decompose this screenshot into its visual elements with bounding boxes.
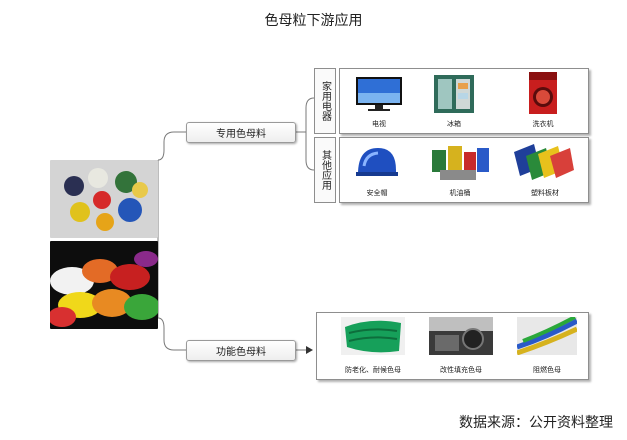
branch-label: 功能色母料 xyxy=(216,347,266,358)
fridge-image xyxy=(432,73,476,115)
tv-image xyxy=(354,75,404,113)
granules-photo xyxy=(50,241,158,329)
panel-other-applications: 安全帽 机油桶 塑料板材 xyxy=(339,137,589,203)
anti-aging-image xyxy=(341,317,405,355)
flame-retardant-image xyxy=(516,315,579,356)
item-caption: 冰箱 xyxy=(447,120,461,128)
pellets-photo xyxy=(50,160,158,238)
washing-machine-image xyxy=(528,71,558,115)
modified-filler-image xyxy=(429,317,493,355)
item-caption: 阻燃色母 xyxy=(533,366,561,374)
panel-home-appliances: 电视 冰箱 洗衣机 xyxy=(339,68,589,134)
branch-functional-masterbatch: 功能色母料 xyxy=(186,340,296,361)
item-caption: 塑料板材 xyxy=(531,189,559,197)
item-caption: 洗衣机 xyxy=(532,120,554,128)
panel-functional: 防老化、耐候色母 改性填充色母 阻燃色母 xyxy=(316,312,589,380)
plastic-sheet-image xyxy=(512,142,576,182)
item-caption: 改性填充色母 xyxy=(440,366,482,374)
group-label-home-appliances: 家用电器 xyxy=(314,68,336,134)
branch-special-masterbatch: 专用色母料 xyxy=(186,122,296,143)
helmet-image xyxy=(354,144,400,180)
item-caption: 机油桶 xyxy=(449,189,471,197)
data-source-note: 数据来源：公开资料整理 xyxy=(459,415,613,431)
item-caption: 防老化、耐候色母 xyxy=(345,366,401,374)
diagram-title: 色母粒下游应用 xyxy=(264,13,363,29)
oil-drum-image xyxy=(430,142,490,182)
item-caption: 安全帽 xyxy=(366,189,388,197)
item-caption: 电视 xyxy=(372,120,386,128)
branch-label: 专用色母料 xyxy=(216,129,266,140)
group-label-other-applications: 其他应用 xyxy=(314,137,336,203)
